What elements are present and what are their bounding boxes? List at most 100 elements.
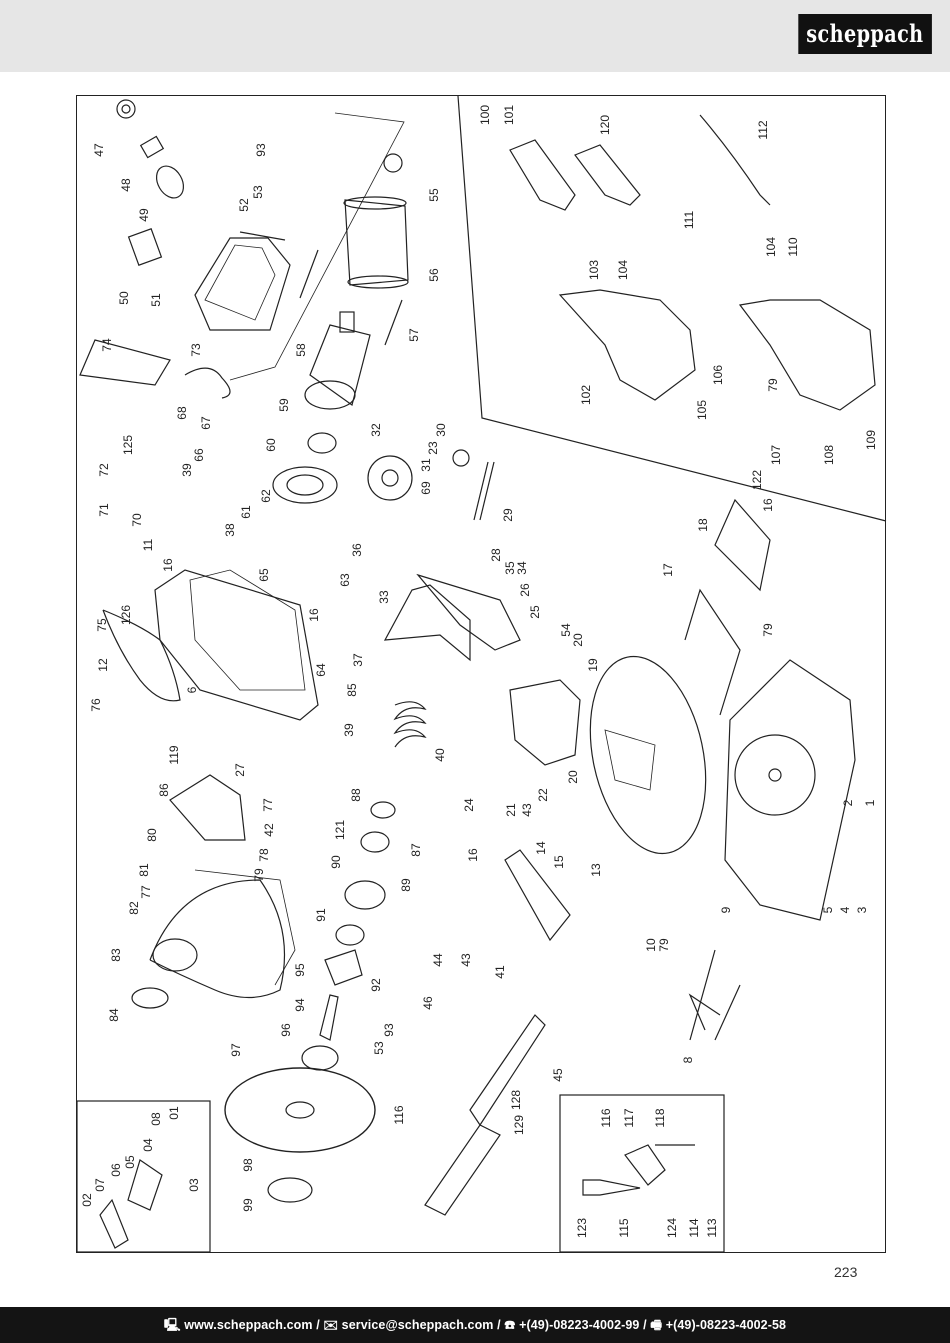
part-number-label: 04 bbox=[141, 1138, 155, 1152]
part-number-label: 50 bbox=[117, 291, 131, 305]
part-number-label: 57 bbox=[407, 328, 421, 342]
part-number-label: 122 bbox=[750, 470, 764, 490]
part-number-label: 121 bbox=[333, 820, 347, 840]
part-number-label: 35 bbox=[503, 561, 517, 575]
part-number-label: 23 bbox=[426, 441, 440, 455]
part-number-label: 26 bbox=[518, 583, 532, 597]
part-number-label: 93 bbox=[382, 1023, 396, 1037]
part-number-label: 39 bbox=[342, 723, 356, 737]
part-number-label: 115 bbox=[617, 1218, 631, 1237]
part-number-label: 113 bbox=[705, 1218, 719, 1237]
part-number-label: 29 bbox=[501, 508, 515, 522]
part-number-label: 64 bbox=[314, 663, 328, 677]
part-number-label: 40 bbox=[433, 748, 447, 762]
part-number-label: 70 bbox=[130, 513, 144, 527]
part-number-label: 103 bbox=[587, 260, 601, 280]
part-number-label: 43 bbox=[459, 953, 473, 967]
part-number-label: 45 bbox=[551, 1068, 565, 1082]
part-number-label: 52 bbox=[237, 198, 251, 212]
part-number-label: 49 bbox=[137, 208, 151, 222]
part-number-label: 59 bbox=[277, 398, 291, 412]
part-number-label: 79 bbox=[761, 623, 775, 637]
part-number-label: 24 bbox=[462, 798, 476, 812]
part-number-label: 44 bbox=[431, 953, 445, 967]
part-number-label: 68 bbox=[175, 406, 189, 420]
part-number-label: 56 bbox=[427, 268, 441, 282]
part-number-label: 22 bbox=[536, 788, 550, 802]
part-number-label: 94 bbox=[293, 998, 307, 1012]
part-number-label: 17 bbox=[661, 563, 675, 577]
part-number-label: 83 bbox=[109, 948, 123, 962]
fax-number: +(49)-08223-4002-58 bbox=[665, 1318, 787, 1332]
phone-icon: ☎ bbox=[504, 1318, 520, 1332]
part-number-label: 88 bbox=[349, 788, 363, 802]
part-number-label: 39 bbox=[180, 463, 194, 477]
part-number-label: 73 bbox=[189, 343, 203, 357]
part-number-label: 4 bbox=[838, 906, 852, 913]
part-number-label: 116 bbox=[599, 1108, 613, 1127]
part-number-label: 96 bbox=[279, 1023, 293, 1037]
part-number-label: 37 bbox=[351, 653, 365, 667]
inset-bottom-right bbox=[559, 1094, 725, 1253]
part-number-label: 99 bbox=[241, 1198, 255, 1212]
part-number-label: 124 bbox=[665, 1218, 679, 1238]
part-number-label: 54 bbox=[559, 623, 573, 637]
part-number-label: 91 bbox=[314, 908, 328, 922]
part-number-label: 105 bbox=[695, 400, 709, 420]
part-number-label: 55 bbox=[427, 188, 441, 202]
part-number-label: 114 bbox=[687, 1218, 701, 1237]
part-number-label: 1 bbox=[863, 799, 877, 806]
part-number-label: 02 bbox=[80, 1193, 94, 1207]
part-number-label: 41 bbox=[493, 965, 507, 979]
part-number-label: 97 bbox=[229, 1043, 243, 1057]
part-number-label: 28 bbox=[489, 548, 503, 562]
part-number-label: 8 bbox=[681, 1056, 695, 1063]
part-number-label: 117 bbox=[622, 1108, 636, 1127]
part-number-label: 112 bbox=[756, 120, 770, 139]
part-number-label: 90 bbox=[329, 855, 343, 869]
part-number-label: 53 bbox=[251, 185, 265, 199]
part-number-label: 16 bbox=[466, 848, 480, 862]
part-number-label: 119 bbox=[167, 745, 181, 764]
part-number-label: 42 bbox=[262, 823, 276, 837]
part-number-label: 92 bbox=[369, 978, 383, 992]
part-number-label: 30 bbox=[434, 423, 448, 437]
website-link[interactable]: www.scheppach.com bbox=[184, 1318, 313, 1332]
part-number-label: 5 bbox=[821, 906, 835, 913]
part-number-label: 77 bbox=[261, 798, 275, 812]
part-number-label: 109 bbox=[864, 430, 878, 450]
part-number-label: 10 bbox=[644, 938, 658, 952]
part-number-label: 101 bbox=[502, 105, 516, 125]
part-number-label: 82 bbox=[127, 901, 141, 915]
part-number-label: 25 bbox=[528, 605, 542, 619]
inset-divider-top-right bbox=[457, 95, 887, 522]
part-number-label: 77 bbox=[139, 885, 153, 899]
part-number-label: 125 bbox=[121, 435, 135, 455]
part-number-label: 16 bbox=[307, 608, 321, 622]
part-number-label: 95 bbox=[293, 963, 307, 977]
part-number-label: 118 bbox=[653, 1108, 667, 1127]
part-number-label: 123 bbox=[575, 1218, 589, 1238]
part-number-label: 6 bbox=[185, 686, 199, 693]
part-number-label: 89 bbox=[399, 878, 413, 892]
part-number-label: 86 bbox=[157, 783, 171, 797]
part-number-label: 61 bbox=[239, 505, 253, 519]
part-number-label: 13 bbox=[589, 863, 603, 877]
part-number-label: 3 bbox=[855, 906, 869, 913]
part-number-label: 126 bbox=[119, 605, 133, 625]
part-number-label: 128 bbox=[509, 1090, 523, 1110]
footer-contact-bar: 🖳 www.scheppach.com / ✉ service@scheppac… bbox=[0, 1307, 950, 1343]
part-number-label: 21 bbox=[504, 803, 518, 817]
part-number-label: 34 bbox=[515, 561, 529, 575]
email-link[interactable]: service@scheppach.com bbox=[341, 1318, 494, 1332]
part-number-label: 12 bbox=[96, 658, 110, 672]
part-number-label: 66 bbox=[192, 448, 206, 462]
diagram-frame bbox=[76, 95, 886, 1253]
part-number-label: 46 bbox=[421, 996, 435, 1010]
part-number-label: 38 bbox=[223, 523, 237, 537]
part-number-label: 01 bbox=[167, 1106, 181, 1120]
part-number-label: 07 bbox=[93, 1178, 107, 1192]
part-number-label: 33 bbox=[377, 590, 391, 604]
part-number-label: 47 bbox=[92, 143, 106, 157]
